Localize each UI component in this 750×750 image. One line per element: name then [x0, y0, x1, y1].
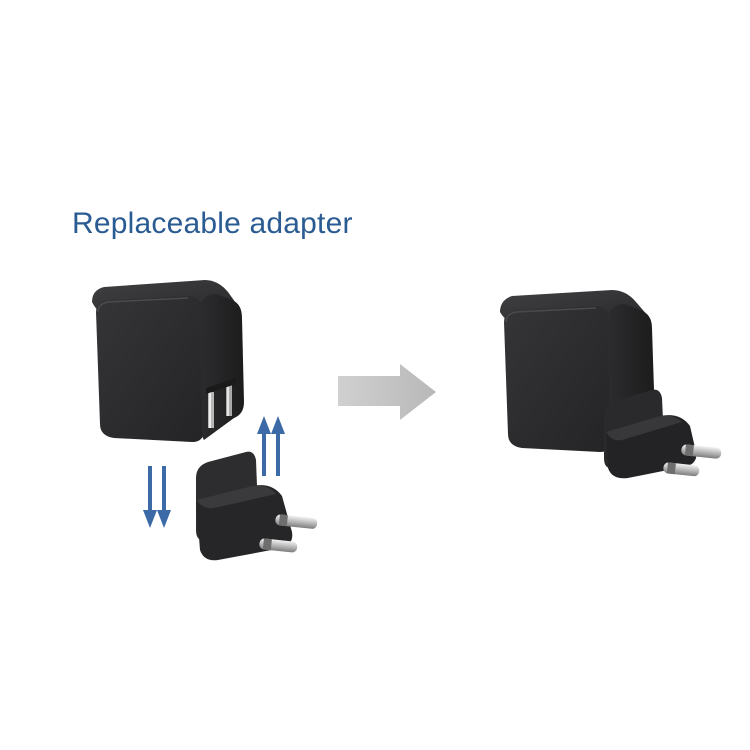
arrow-down-icon: [143, 466, 171, 528]
transition-arrow-icon: [338, 364, 436, 420]
eu-plug-detached: [196, 451, 318, 561]
right-adapter: [500, 290, 722, 479]
arrow-up-icon: [257, 416, 285, 476]
left-adapter-front: [96, 296, 204, 442]
heading-replaceable-adapter: Replaceable adapter: [72, 207, 353, 240]
left-adapter: [92, 280, 244, 442]
left-adapter-side: [200, 294, 244, 440]
us-prongs: [206, 378, 236, 428]
